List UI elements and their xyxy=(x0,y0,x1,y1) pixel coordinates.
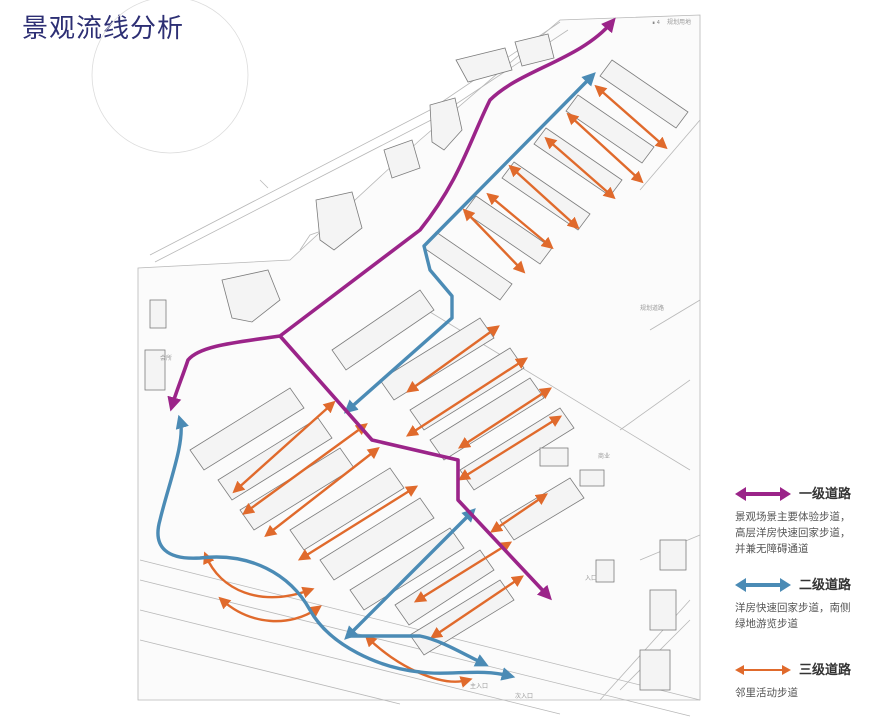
primary-paths xyxy=(167,17,616,601)
site-annotations: ∎ 4 规划用地 规划道路 商业 入口 主入口 次入口 会所 xyxy=(160,18,691,700)
svg-text:规划用地: 规划用地 xyxy=(667,18,691,26)
legend-description: 邻里活动步道 xyxy=(735,687,798,699)
double-arrow-icon xyxy=(735,665,791,675)
svg-text:商业: 商业 xyxy=(598,452,610,460)
legend-description: 洋房快速回家步道，南侧 绿地游览步道 xyxy=(735,602,851,630)
svg-text:入口: 入口 xyxy=(585,575,597,582)
legend-label: 一级道路 xyxy=(799,487,852,502)
svg-text:规划道路: 规划道路 xyxy=(640,304,664,312)
legend-item-tertiary: 三级道路 邻里活动步道 xyxy=(735,659,891,701)
svg-text:∎ 4: ∎ 4 xyxy=(652,20,660,26)
legend-item-primary: 一级道路 景观场景主要体验步道， 高层洋房快速回家步道， 并兼无障碍通道 xyxy=(735,483,891,557)
double-arrow-icon xyxy=(735,578,791,592)
svg-text:会所: 会所 xyxy=(160,354,172,362)
legend-description: 景观场景主要体验步道， 高层洋房快速回家步道， 并兼无障碍通道 xyxy=(735,511,851,555)
legend-label: 二级道路 xyxy=(799,578,852,593)
legend-item-secondary: 二级道路 洋房快速回家步道，南侧 绿地游览步道 xyxy=(735,574,891,632)
site-base xyxy=(91,0,701,717)
page-title: 景观流线分析 xyxy=(22,14,185,44)
svg-text:主入口: 主入口 xyxy=(470,682,488,690)
legend-label: 三级道路 xyxy=(799,663,852,678)
double-arrow-icon xyxy=(735,487,791,501)
svg-text:次入口: 次入口 xyxy=(515,692,533,700)
